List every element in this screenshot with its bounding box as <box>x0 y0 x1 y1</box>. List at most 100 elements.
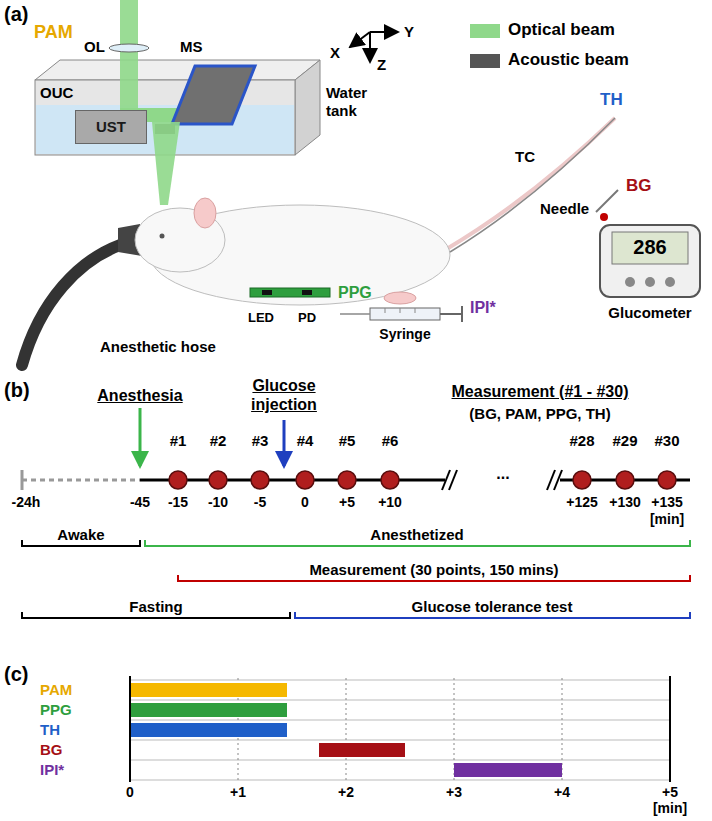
figure-label: -45 <box>130 494 150 511</box>
timeline <box>547 470 555 490</box>
figure-label: 286 <box>633 235 666 259</box>
duration-bar <box>131 703 287 717</box>
figure-label: #28 <box>569 432 594 450</box>
figure-label: +10 <box>378 494 402 511</box>
chart-grid <box>346 678 347 780</box>
figure-label: Needle <box>540 200 589 218</box>
syringe <box>461 306 463 322</box>
figure-label: PPG <box>338 283 372 302</box>
glucometer <box>600 225 700 297</box>
ppg-sensor <box>262 290 272 295</box>
timeline <box>22 479 140 482</box>
syringe <box>440 313 462 315</box>
measurement-dot <box>381 471 399 489</box>
chart-grid <box>130 700 670 701</box>
figure-label: -24h <box>12 494 41 511</box>
transducer-box: UST <box>75 110 147 144</box>
glucometer <box>600 225 700 297</box>
figure-label: (b) <box>4 378 30 402</box>
figure-label: +125 <box>566 494 598 511</box>
timeline <box>449 470 457 490</box>
figure-label: PD <box>298 310 316 326</box>
figure-label: +130 <box>609 494 641 511</box>
axis-arrows <box>369 32 371 62</box>
legend-text: Acoustic beam <box>508 50 629 70</box>
syringe <box>400 308 401 313</box>
anesthesia-arrow <box>139 408 142 466</box>
thermocouple-wire <box>450 118 615 252</box>
duration-bar <box>131 723 287 737</box>
chart-grid <box>130 720 670 721</box>
needle <box>596 190 618 212</box>
figure-label: IPI* <box>40 761 64 779</box>
measurement-dot <box>573 471 591 489</box>
rat-illustration <box>135 118 615 305</box>
water-tank <box>35 60 320 80</box>
legend-text: Optical beam <box>508 20 615 40</box>
duration-bar <box>131 683 562 777</box>
syringe <box>340 313 370 315</box>
measurement-dot <box>296 471 314 489</box>
optical-beam <box>120 0 138 122</box>
water-tank <box>35 60 320 155</box>
figure-label: #29 <box>612 432 637 450</box>
figure-label: +3 <box>446 784 462 801</box>
figure-label: TC <box>515 148 535 166</box>
optical-beam <box>120 0 180 122</box>
measurement-dot <box>209 471 227 489</box>
figure-label: BG <box>40 741 63 759</box>
figure-label: (c) <box>4 662 28 686</box>
chart-grid <box>130 676 670 782</box>
figure-label: Glucometer <box>608 304 691 322</box>
blood-drop <box>600 213 608 221</box>
duration-bar <box>454 763 562 777</box>
axis-arrows <box>350 32 398 62</box>
figure-label: X <box>330 44 340 62</box>
measurement-dot <box>169 471 676 489</box>
figure-label: -10 <box>208 494 228 511</box>
figure-label: Glucose injection <box>239 376 329 414</box>
figure-label: #1 <box>170 432 187 450</box>
figure-label: Anesthesia <box>97 386 182 405</box>
syringe <box>385 308 386 313</box>
objective-lens <box>109 44 149 52</box>
timeline <box>22 470 690 490</box>
rat-illustration <box>160 234 165 239</box>
duration-bar <box>131 683 287 697</box>
ppg-sensor <box>302 290 312 295</box>
figure-label: OL <box>84 38 105 56</box>
measurement-dot <box>338 471 356 489</box>
figure-label: #30 <box>654 432 679 450</box>
glucometer <box>645 277 655 287</box>
optical-beam <box>152 122 180 205</box>
figure-label: MS <box>180 38 203 56</box>
duration-bar <box>319 743 405 757</box>
box-label: UST <box>96 118 126 136</box>
figure-label: Anesthetic hose <box>100 338 216 356</box>
figure-label: Y <box>404 23 414 41</box>
rat-illustration <box>384 292 416 304</box>
figure-label: Measurement (#1 - #30) <box>452 382 629 401</box>
figure-label: Z <box>377 56 386 74</box>
rat-illustration <box>445 118 615 250</box>
figure-label: #5 <box>339 432 356 450</box>
legend-swatch <box>470 54 500 68</box>
figure-label: #4 <box>297 432 314 450</box>
glucometer <box>665 277 675 287</box>
syringe <box>370 308 440 320</box>
figure-label: 0 <box>126 784 134 801</box>
figure-label: PAM <box>40 681 72 699</box>
figure-label: (a) <box>4 2 28 26</box>
timeline <box>21 470 24 490</box>
figure-label: #6 <box>382 432 399 450</box>
figure-label: +4 <box>554 784 570 801</box>
figure-label: 0 <box>301 494 309 511</box>
glucometer <box>625 277 635 287</box>
figure-label: Awake <box>57 526 104 544</box>
chart-grid <box>130 680 670 681</box>
figure-label: OUC <box>40 84 73 102</box>
measurement-dot <box>251 471 269 489</box>
figure-label: Syringe <box>379 326 430 343</box>
figure-label: ... <box>496 464 509 483</box>
glucometer <box>612 232 688 264</box>
